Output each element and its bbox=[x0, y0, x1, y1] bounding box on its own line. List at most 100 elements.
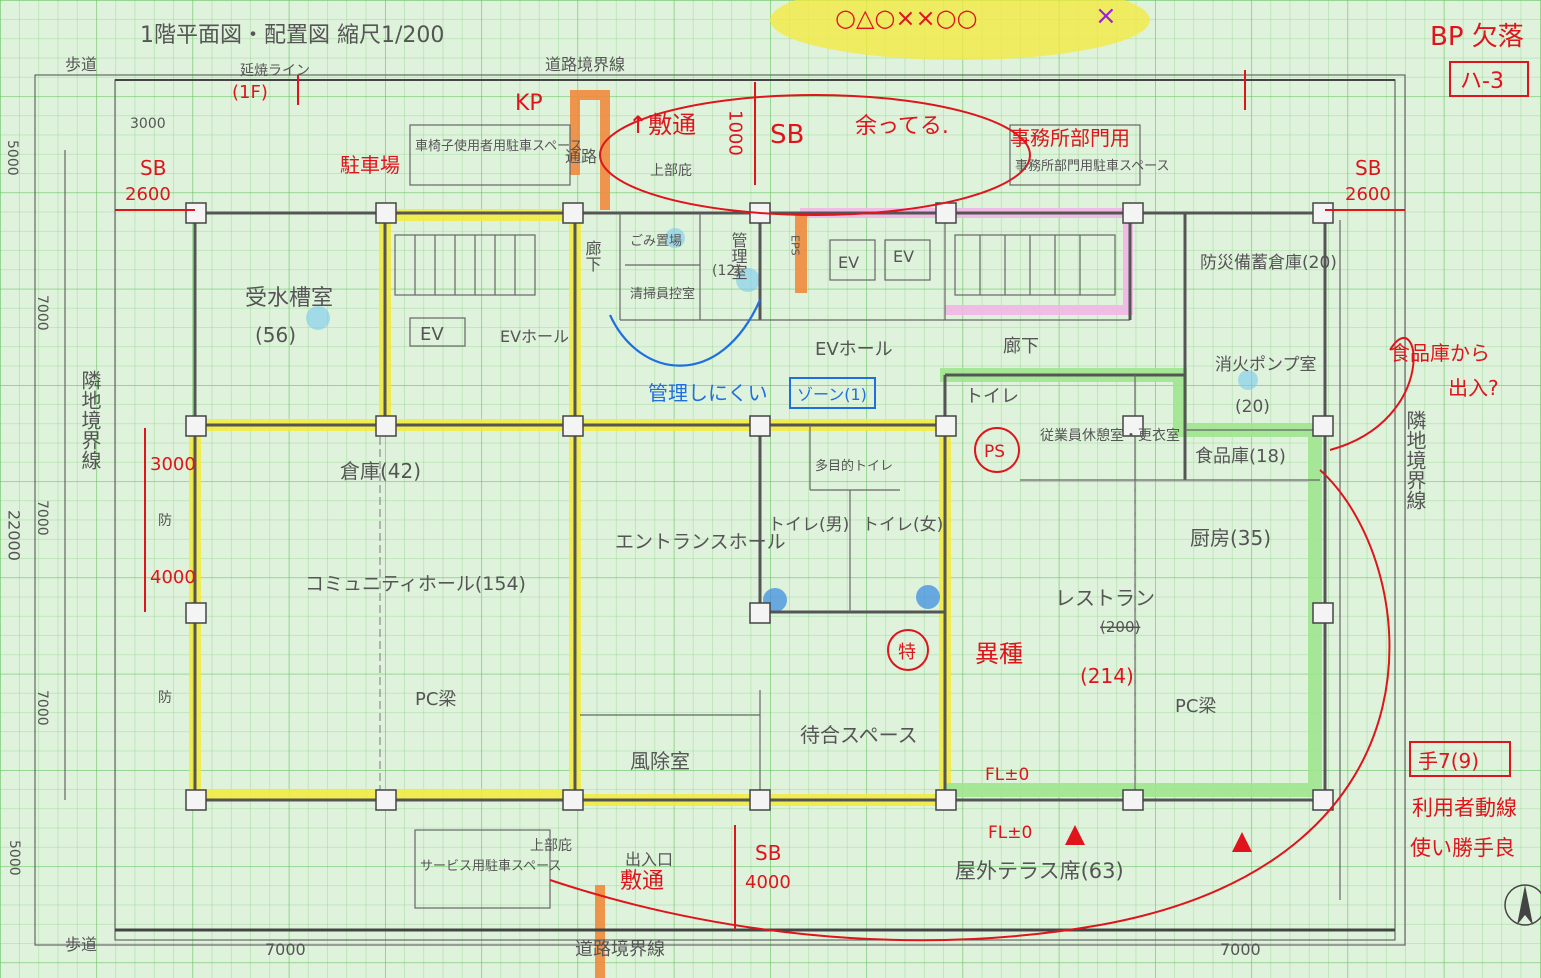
eave-line-floor-label: (1F) bbox=[232, 82, 268, 103]
toku-mark: 特 bbox=[898, 642, 916, 663]
room-management-area: (12) bbox=[712, 263, 741, 279]
structural-columns bbox=[185, 202, 1334, 811]
fl-label-2: FL±0 bbox=[988, 823, 1032, 843]
parking-wheelchair: 車椅子使用者用駐車スペース bbox=[415, 138, 582, 154]
sheet-code: ハ-3 bbox=[1460, 69, 1504, 94]
sb-top-left-dim: 2600 bbox=[125, 184, 171, 205]
room-toilet-male: トイレ(男) bbox=[768, 515, 849, 535]
north-arrow-icon bbox=[1504, 884, 1541, 926]
left-4000: 4000 bbox=[150, 567, 196, 588]
kp-label: KP bbox=[515, 91, 543, 116]
room-eps: EPS bbox=[789, 235, 802, 256]
evaluation-last-mark: × bbox=[1095, 1, 1117, 31]
fire-mark-2: 防 bbox=[158, 690, 172, 706]
pc-beam-right: PC梁 bbox=[1175, 696, 1216, 717]
parking-office: 事務所部門用駐車スペース bbox=[1015, 159, 1169, 174]
room-ev-right: EV bbox=[893, 247, 914, 266]
room-garbage: ごみ置場 bbox=[630, 233, 682, 249]
sb-top-left: SB bbox=[140, 156, 166, 180]
sb-top-right: SB bbox=[1355, 156, 1381, 180]
room-corridor-center: 廊下 bbox=[583, 240, 602, 272]
room-terrace: 屋外テラス席(63) bbox=[955, 859, 1124, 883]
room-cleaning: 清掃員控室 bbox=[630, 286, 695, 302]
room-staff: 従業員休憩室・更衣室 bbox=[1040, 427, 1180, 444]
evaluation-marks: ○△○××○○ bbox=[835, 4, 977, 32]
eave-line-label: 延焼ライン bbox=[240, 63, 310, 79]
wide-passage-note: ↑敷通 bbox=[628, 111, 696, 139]
parking-note: 駐車場 bbox=[340, 153, 400, 177]
room-storage-42: 倉庫(42) bbox=[340, 459, 421, 483]
dim-left-7000-a: 7000 bbox=[34, 295, 50, 331]
room-water-tank: 受水槽室 bbox=[245, 286, 333, 311]
upper-floor-label: 上部庇 bbox=[530, 838, 572, 854]
dim-left-5000-top: 5000 bbox=[4, 140, 20, 176]
room-multi-toilet: 多目的トイレ bbox=[815, 458, 893, 474]
room-kitchen: 厨房(35) bbox=[1190, 526, 1271, 550]
room-entrance-hall: エントランスホール bbox=[615, 531, 786, 553]
room-toilet-female: トイレ(女) bbox=[862, 515, 943, 535]
sb-top-right-dim: 2600 bbox=[1345, 184, 1391, 205]
leftover-note: 余ってる. bbox=[855, 114, 949, 139]
different-use-note: 異種 bbox=[975, 640, 1023, 668]
room-community-hall: コミュニティホール(154) bbox=[305, 573, 526, 595]
red-markup-lines bbox=[115, 61, 1529, 942]
dim-bottom-7000-left: 7000 bbox=[265, 940, 306, 959]
zone-label: ゾーン(1) bbox=[797, 385, 867, 404]
room-food-storage: 食品庫(18) bbox=[1195, 446, 1286, 467]
room-fire-pump-area: (20) bbox=[1235, 397, 1270, 417]
room-ev-left: EV bbox=[420, 324, 444, 345]
sb-bottom-dim: 4000 bbox=[745, 872, 791, 893]
dim-left-22000: 22000 bbox=[5, 510, 24, 561]
zone-note: 管理しにくい bbox=[648, 381, 768, 405]
entrance-label: 出入口 bbox=[625, 850, 673, 869]
room-restaurant-old-area: (200) bbox=[1100, 618, 1140, 636]
sidewalk-bottom-label: 歩道 bbox=[65, 935, 97, 954]
road-boundary-top-label: 道路境界線 bbox=[545, 55, 625, 74]
fl-label-1: FL±0 bbox=[985, 765, 1029, 785]
food-access-note-2: 出入? bbox=[1448, 376, 1499, 400]
dim-left-7000-b: 7000 bbox=[34, 500, 50, 536]
room-disaster-storage: 防災備蓄倉庫(20) bbox=[1200, 253, 1337, 273]
room-restaurant: レストラン bbox=[1055, 586, 1155, 610]
room-ev-hall-right: EVホール bbox=[815, 339, 893, 360]
room-windbreak: 風除室 bbox=[630, 749, 690, 773]
food-access-note-1: 食品庫から bbox=[1390, 341, 1490, 365]
room-ev-mid: EV bbox=[838, 253, 859, 272]
room-waiting: 待合スペース bbox=[800, 723, 918, 747]
dim-left-5000-bottom: 5000 bbox=[6, 840, 22, 876]
dim-bottom-7000-right: 7000 bbox=[1220, 940, 1261, 959]
fire-mark-1: 防 bbox=[158, 513, 172, 529]
room-water-tank-area: (56) bbox=[255, 323, 296, 347]
dim-left-7000-c: 7000 bbox=[34, 690, 50, 726]
yellow-highlight-blob bbox=[770, 0, 1150, 60]
user-flow-note-2: 使い勝手良 bbox=[1410, 836, 1515, 860]
room-management: 管理室 bbox=[729, 232, 748, 280]
ps-label: PS bbox=[984, 442, 1005, 462]
sb-bottom: SB bbox=[755, 841, 781, 865]
pc-beam-left: PC梁 bbox=[415, 689, 456, 710]
dim-top-grid: 3000 bbox=[130, 116, 166, 132]
score-box-label: 手7(9) bbox=[1418, 749, 1479, 773]
restaurant-area: (214) bbox=[1080, 664, 1134, 688]
road-boundary-bottom-label: 道路境界線 bbox=[575, 939, 665, 960]
passage-label: 通路 bbox=[565, 147, 597, 166]
drawing-title: 1階平面図・配置図 縮尺1/200 bbox=[140, 23, 444, 48]
adjacent-boundary-right-label: 隣地境界線 bbox=[1403, 410, 1427, 510]
room-corridor-right: 廊下 bbox=[1003, 336, 1039, 357]
parking-service: サービス用駐車スペース bbox=[420, 859, 561, 874]
sidewalk-top-label: 歩道 bbox=[65, 55, 97, 74]
upper-floor-label-2: 上部庇 bbox=[650, 163, 692, 179]
room-fire-pump: 消火ポンプ室 bbox=[1215, 355, 1317, 375]
dim-1000: 1000 bbox=[725, 110, 746, 156]
site-boundary bbox=[34, 74, 1406, 946]
room-ev-hall-left: EVホール bbox=[500, 327, 569, 346]
user-flow-note-1: 利用者動線 bbox=[1412, 796, 1517, 820]
sb-center: SB bbox=[770, 120, 804, 150]
office-parking-note: 事務所部門用 bbox=[1010, 126, 1130, 150]
left-3000: 3000 bbox=[150, 454, 196, 475]
room-toilet: トイレ bbox=[965, 386, 1019, 407]
bottom-wide-passage-note: 敷通 bbox=[620, 869, 664, 894]
bp-missing-label: BP 欠落 bbox=[1430, 22, 1524, 52]
